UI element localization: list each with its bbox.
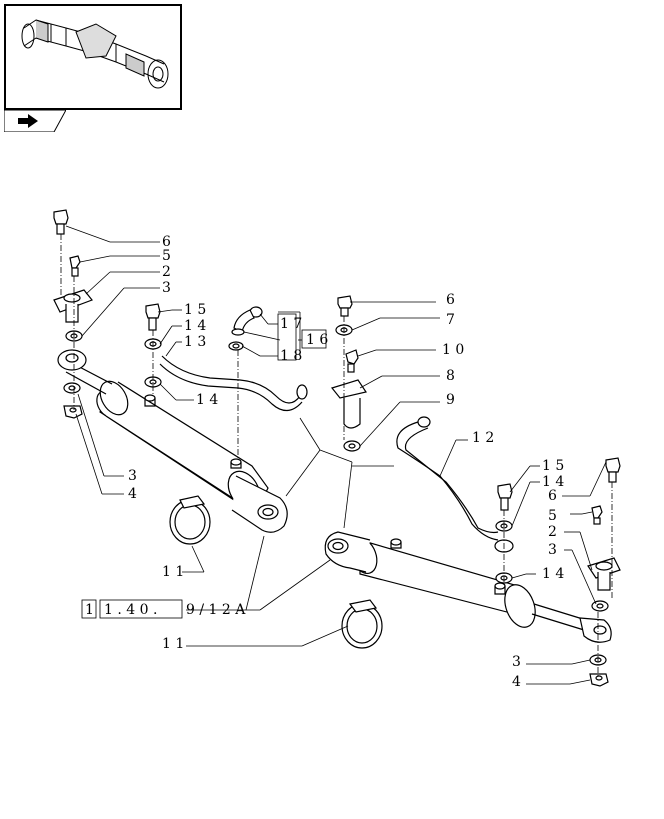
callout-13: 1 3 <box>184 334 206 350</box>
callout-10: 1 0 <box>442 342 464 358</box>
callout-3b: 3 <box>128 468 137 484</box>
ref-suffix: 9 / 1 2 A <box>186 602 246 618</box>
callout-3c: 3 <box>548 542 557 558</box>
callout-4b: 4 <box>512 674 521 690</box>
callout-2b: 2 <box>548 524 557 540</box>
callout-15a: 1 5 <box>184 302 206 318</box>
callout-16: 1 6 <box>306 332 328 348</box>
left-hose <box>159 355 308 412</box>
callout-15b: 1 5 <box>542 458 564 474</box>
callout-8: 8 <box>446 368 455 384</box>
callout-6c: 6 <box>548 488 557 504</box>
ref-box-1-text: 1 <box>85 602 94 618</box>
callout-9: 9 <box>446 392 455 408</box>
group-bracket-16 <box>277 313 297 361</box>
callout-3a: 3 <box>162 280 171 296</box>
right-cylinder <box>324 531 612 643</box>
page-turn-arrow-icon <box>3 109 67 133</box>
callout-7: 7 <box>446 312 455 328</box>
right-fasteners <box>494 457 621 687</box>
center-fasteners <box>330 295 367 452</box>
callout-3d: 3 <box>512 654 521 670</box>
callout-11b: 1 1 <box>162 636 184 652</box>
callout-11a: 1 1 <box>162 564 184 580</box>
callout-labels: 6 5 2 3 1 5 1 4 1 3 1 4 1 7 1 6 1 8 6 7 … <box>128 234 564 690</box>
callout-box-16 <box>301 329 327 349</box>
callout-14c: 1 4 <box>542 474 564 490</box>
ref-box-2-text: 1 . 4 0 . <box>104 602 157 618</box>
left-mid-fasteners <box>144 303 162 388</box>
callout-14a: 1 4 <box>184 318 206 334</box>
ref-box-1 <box>81 599 97 619</box>
callout-17: 1 7 <box>280 316 302 332</box>
nav-tab[interactable] <box>3 109 67 133</box>
leader-lines <box>65 225 607 685</box>
callout-5b: 5 <box>548 508 557 524</box>
hose-clamps <box>169 495 383 649</box>
elbow-fitting <box>228 306 263 351</box>
center-lines <box>60 234 613 676</box>
callout-6b: 6 <box>446 292 455 308</box>
right-hose <box>396 416 499 541</box>
callout-5a: 5 <box>162 248 171 264</box>
axle-assembly-thumbnail <box>21 19 169 89</box>
callout-12: 1 2 <box>472 430 494 446</box>
ref-box-2 <box>99 599 183 619</box>
callout-14b: 1 4 <box>196 392 218 408</box>
reference-code[interactable]: 1 1 . 4 0 . 9 / 1 2 A <box>81 599 246 619</box>
callout-2a: 2 <box>162 264 171 280</box>
callout-18: 1 8 <box>280 348 302 364</box>
callout-14d: 1 4 <box>542 566 564 582</box>
left-upper-fasteners <box>53 209 93 419</box>
thumbnail-frame[interactable] <box>4 4 182 110</box>
callout-4a: 4 <box>128 486 137 502</box>
left-cylinder <box>57 349 288 533</box>
callout-6a: 6 <box>162 234 171 250</box>
